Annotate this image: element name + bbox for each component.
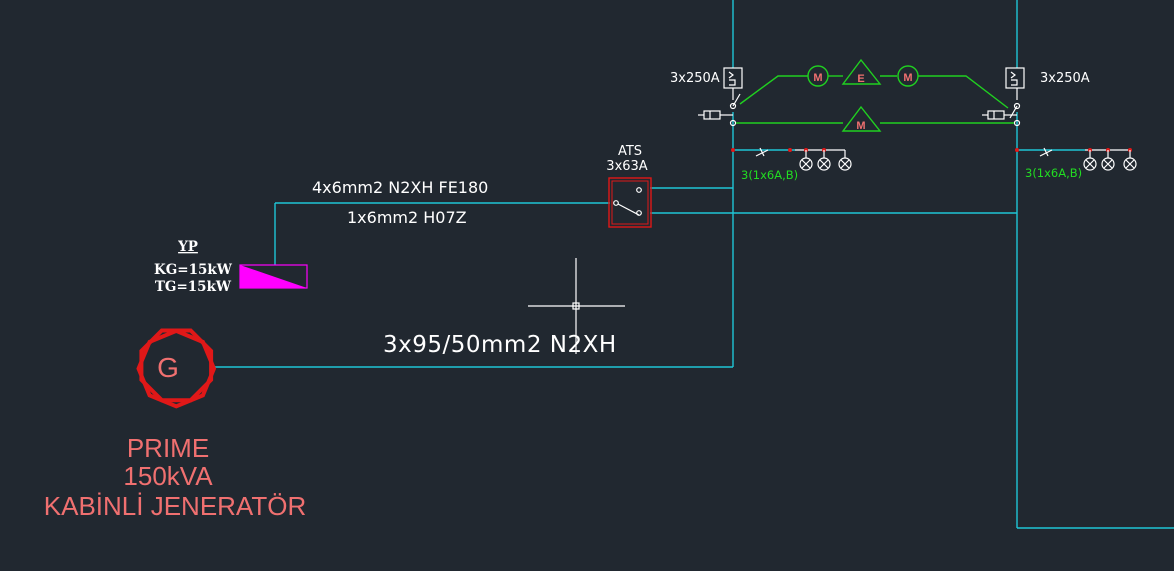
generator-symbol: G bbox=[157, 352, 179, 383]
breaker-right: 3x250A bbox=[982, 67, 1090, 127]
lamp-icon bbox=[1101, 157, 1115, 171]
interlock-m2: M bbox=[903, 72, 912, 84]
interlock-m1: M bbox=[813, 72, 822, 84]
lamp-icon bbox=[1123, 157, 1137, 171]
ats-rating: 3x63A bbox=[606, 159, 648, 174]
generator-line3: KABİNLİ JENERATÖR bbox=[44, 491, 306, 521]
feeder-cable-line2: 1x6mm2 H07Z bbox=[347, 208, 467, 227]
generator-octagon bbox=[136, 328, 217, 409]
generator-line2: 150kVA bbox=[123, 461, 213, 491]
interlock-m3: M bbox=[856, 120, 865, 132]
lamp-circuit-left: 3(1x6A,B) bbox=[731, 147, 852, 182]
lamp-icon bbox=[817, 157, 831, 171]
panel-yp: YP KG=15kW TG=15kW bbox=[154, 239, 308, 295]
panel-tg: TG=15kW bbox=[155, 279, 232, 295]
cable-lines bbox=[214, 0, 1174, 529]
ats-name: ATS bbox=[618, 144, 642, 159]
lamp-circuit-left-label: 3(1x6A,B) bbox=[741, 168, 798, 182]
breaker-right-label: 3x250A bbox=[1040, 71, 1090, 86]
breaker-left: 3x250A bbox=[670, 67, 743, 127]
breaker-left-label: 3x250A bbox=[670, 71, 720, 86]
lamp-icon bbox=[1083, 157, 1097, 171]
lamp-circuit-right: 3(1x6A,B) bbox=[1015, 147, 1137, 180]
panel-name: YP bbox=[177, 239, 198, 255]
interlock: M E M M bbox=[736, 58, 1014, 132]
lamp-circuit-right-label: 3(1x6A,B) bbox=[1025, 166, 1082, 180]
ats: ATS 3x63A bbox=[606, 144, 652, 228]
crosshair-cursor-icon bbox=[528, 258, 625, 354]
lamp-icon bbox=[799, 157, 813, 171]
generator-line1: PRIME bbox=[127, 433, 209, 463]
interlock-e: E bbox=[857, 73, 864, 85]
feeder-cable-line1: 4x6mm2 N2XH FE180 bbox=[312, 178, 488, 197]
main-cable-label: 3x95/50mm2 N2XH bbox=[383, 332, 617, 358]
lamp-icon bbox=[838, 157, 852, 171]
generator: G PRIME 150kVA KABİNLİ JENERATÖR bbox=[44, 328, 306, 521]
panel-kg: KG=15kW bbox=[154, 262, 233, 278]
